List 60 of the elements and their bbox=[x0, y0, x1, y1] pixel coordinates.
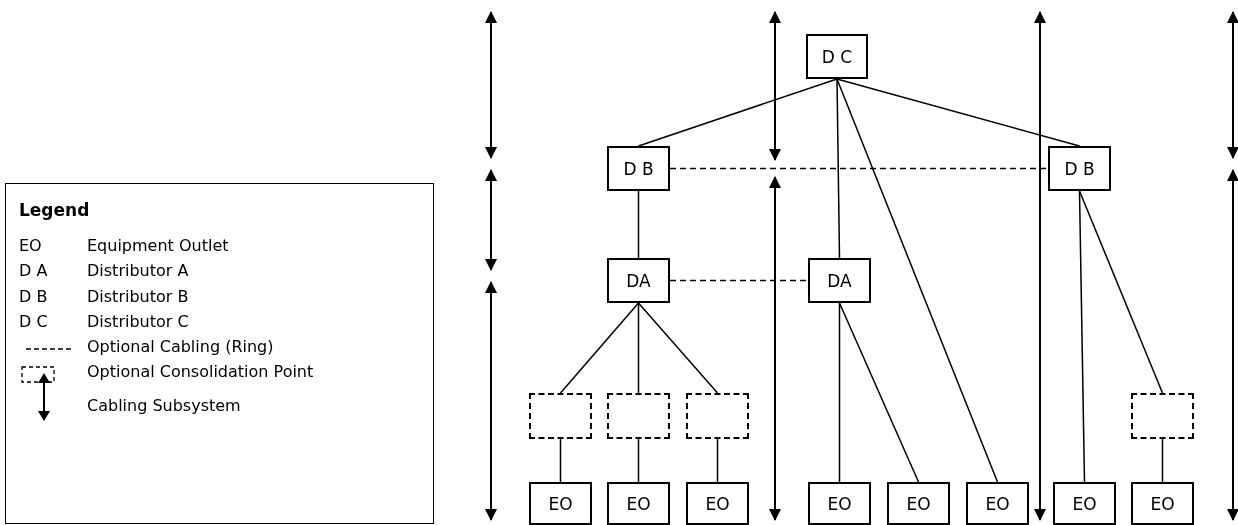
node-label: D B bbox=[1064, 158, 1095, 179]
node-label: EO bbox=[985, 493, 1010, 514]
node-label: EO bbox=[1072, 493, 1097, 514]
connector-line bbox=[838, 302, 841, 483]
connector-line bbox=[836, 78, 841, 259]
node-label: DA bbox=[827, 270, 852, 291]
connector-line bbox=[838, 302, 920, 483]
legend-text: Equipment Outlet bbox=[87, 236, 229, 255]
legend-abbreviation: D A bbox=[19, 261, 48, 280]
distributor-box bbox=[1048, 146, 1111, 191]
connector-line bbox=[637, 78, 838, 147]
node-label: EO bbox=[906, 493, 931, 514]
connector-line bbox=[559, 302, 640, 394]
connector-line bbox=[1161, 438, 1164, 483]
connector-line bbox=[836, 78, 999, 483]
consolidation-point-box bbox=[607, 393, 670, 439]
consolidation-point-box bbox=[686, 393, 749, 439]
node-label: DA bbox=[626, 270, 651, 291]
connector-line bbox=[637, 438, 640, 483]
distributor-box bbox=[529, 482, 592, 525]
connector-line bbox=[716, 438, 719, 483]
legend-text: Distributor B bbox=[87, 287, 189, 306]
consolidation-point-box bbox=[1131, 393, 1194, 439]
legend-text: Cabling Subsystem bbox=[87, 396, 241, 415]
dashed-connector bbox=[669, 167, 1049, 170]
node-label: D B bbox=[623, 158, 654, 179]
node-label: EO bbox=[626, 493, 651, 514]
distributor-box bbox=[686, 482, 749, 525]
distributor-box bbox=[607, 146, 670, 191]
node-label: D C bbox=[821, 46, 853, 67]
legend-text: Optional Cabling (Ring) bbox=[87, 337, 274, 356]
distributor-box bbox=[806, 34, 868, 79]
distributor-box bbox=[808, 482, 871, 525]
legend-abbreviation: D C bbox=[19, 312, 48, 331]
connector-line bbox=[836, 78, 1081, 147]
connector-line bbox=[1078, 190, 1086, 483]
connector-line bbox=[1078, 190, 1164, 394]
legend-text: Distributor A bbox=[87, 261, 189, 280]
consolidation-point-box bbox=[529, 393, 592, 439]
node-label: EO bbox=[705, 493, 730, 514]
distributor-box bbox=[887, 482, 950, 525]
distributor-box bbox=[808, 258, 871, 303]
legend-text: Optional Consolidation Point bbox=[87, 362, 314, 381]
connector-line bbox=[637, 302, 719, 394]
legend-abbreviation: EO bbox=[19, 236, 42, 255]
distributor-box bbox=[1053, 482, 1116, 525]
legend-title: Legend bbox=[19, 200, 90, 220]
distributor-box bbox=[607, 258, 670, 303]
node-label: EO bbox=[548, 493, 573, 514]
distributor-box bbox=[966, 482, 1029, 525]
distributor-box bbox=[607, 482, 670, 525]
legend-abbreviation: D B bbox=[19, 287, 48, 306]
node-label: EO bbox=[827, 493, 852, 514]
node-label: EO bbox=[1150, 493, 1175, 514]
connector-line bbox=[637, 302, 640, 394]
legend-text: Distributor C bbox=[87, 312, 189, 331]
distributor-box bbox=[1131, 482, 1194, 525]
connector-line bbox=[559, 438, 562, 483]
dashed-connector bbox=[669, 279, 809, 282]
connector-line bbox=[637, 190, 640, 259]
